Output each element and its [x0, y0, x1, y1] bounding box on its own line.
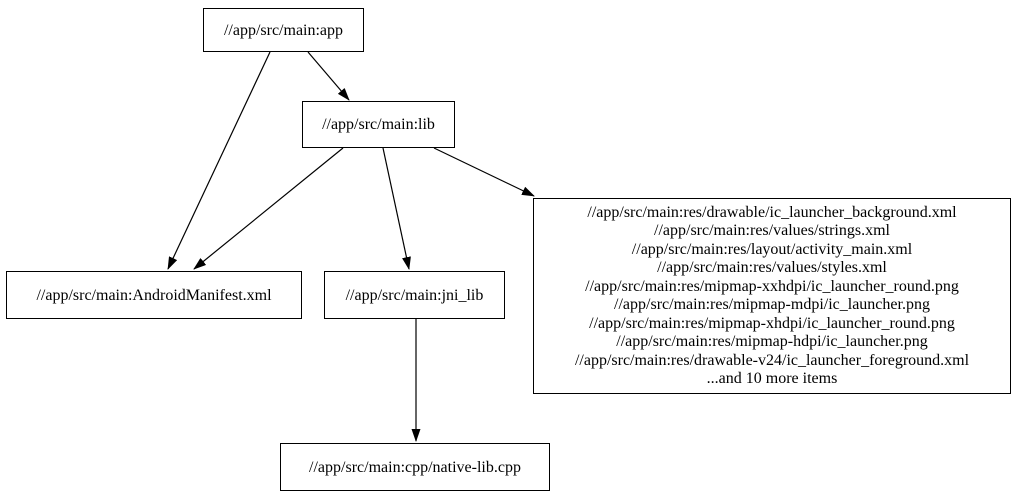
node-res-files-line: //app/src/main:res/layout/activity_main.… [631, 240, 913, 258]
node-res-files-line: //app/src/main:res/drawable/ic_launcher_… [587, 203, 957, 221]
edge-lib-to-res-files [433, 147, 535, 197]
node-res-files-line: //app/src/main:res/values/styles.xml [657, 259, 887, 276]
node-res-files-line: //app/src/main:res/mipmap-hdpi/ic_launch… [616, 333, 928, 350]
node-jni-lib: //app/src/main:jni_lib [324, 271, 505, 319]
edge-app-to-manifest [167, 51, 271, 270]
node-res-files-line: //app/src/main:res/values/strings.xml [654, 222, 890, 239]
node-res-files-line: //app/src/main:res/mipmap-mdpi/ic_launch… [614, 296, 930, 313]
edge-lib-to-jni-lib [382, 147, 411, 270]
node-res-files: //app/src/main:res/drawable/ic_launcher_… [533, 198, 1011, 394]
node-manifest: //app/src/main:AndroidManifest.xml [6, 271, 302, 319]
node-jni-lib-label: //app/src/main:jni_lib [345, 286, 484, 304]
edge-lib-to-manifest [193, 147, 344, 270]
edge-app-to-lib [307, 51, 350, 101]
node-app: //app/src/main:app [203, 8, 364, 52]
node-native-lib-label: //app/src/main:cpp/native-lib.cpp [309, 458, 521, 476]
node-res-files-line: //app/src/main:res/mipmap-xxhdpi/ic_laun… [585, 277, 959, 295]
node-lib-label: //app/src/main:lib [322, 116, 435, 133]
node-app-label: //app/src/main:app [223, 21, 344, 39]
node-manifest-label: //app/src/main:AndroidManifest.xml [36, 286, 272, 304]
node-res-files-line: //app/src/main:res/mipmap-xhdpi/ic_launc… [589, 314, 955, 332]
node-native-lib: //app/src/main:cpp/native-lib.cpp [280, 443, 550, 491]
node-res-files-line: ...and 10 more items [706, 370, 838, 387]
node-lib: //app/src/main:lib [302, 101, 455, 148]
node-res-files-line: //app/src/main:res/drawable-v24/ic_launc… [574, 351, 970, 369]
